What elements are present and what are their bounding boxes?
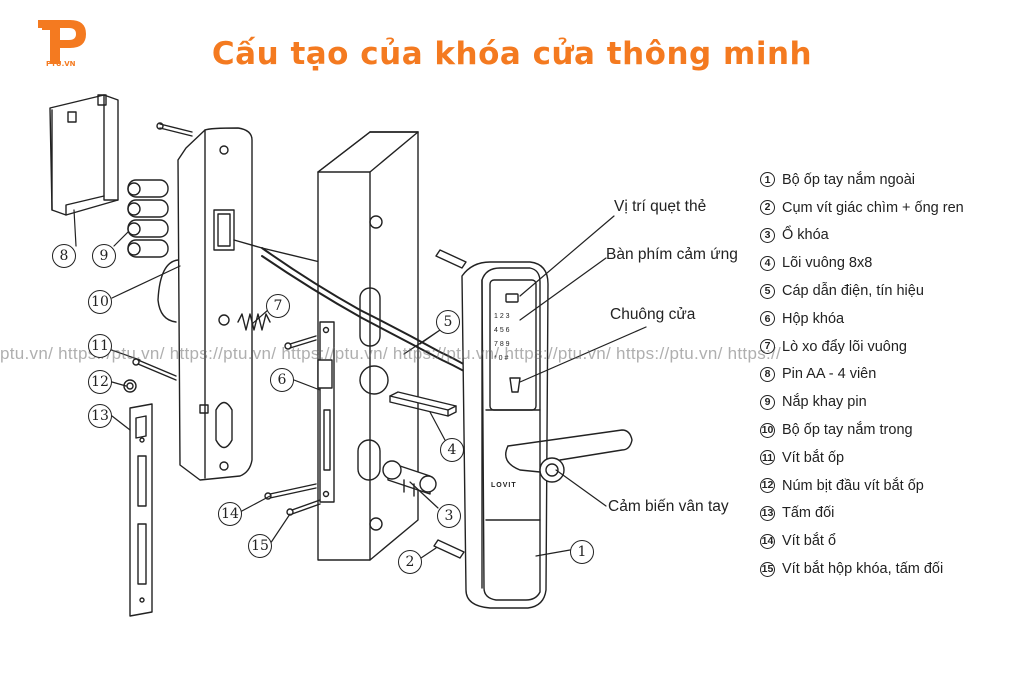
legend-item: 14 Vít bắt ổ (760, 527, 1020, 555)
legend-label: Tấm đối (782, 505, 835, 522)
legend-label: Hộp khóa (782, 310, 845, 327)
legend-number: 1 (760, 172, 775, 188)
legend-label: Cáp dẫn điện, tín hiệu (782, 283, 924, 300)
cylinder-drawing (382, 460, 437, 497)
logo-text: PTU.VN (46, 60, 76, 68)
legend-label: Lò xo đẩy lõi vuông (782, 338, 907, 355)
page-title: Cấu tạo của khóa cửa thông minh (211, 36, 813, 72)
legend-number: 11 (760, 450, 775, 466)
legend-number: 4 (760, 255, 775, 271)
legend-number: 3 (760, 227, 775, 243)
diagram-number-6: 6 (270, 368, 294, 392)
diagram-number-15: 15 (248, 534, 272, 558)
callout-card-area: Vị trí quẹt thẻ (614, 198, 707, 215)
legend-label: Nắp khay pin (782, 394, 867, 411)
legend-number: 13 (760, 505, 775, 521)
svg-text:* 0 #: * 0 # (494, 355, 509, 362)
diagram-number-2: 2 (398, 550, 422, 574)
legend-item: 8 Pin AA - 4 viên (760, 361, 1020, 389)
legend-label: Bộ ốp tay nắm ngoài (782, 171, 916, 188)
legend-label: Vít bắt ổ (782, 533, 837, 550)
legend-label: Cụm vít giác chìm + ống ren (782, 199, 964, 216)
legend-item: 1 Bộ ốp tay nắm ngoài (760, 166, 1020, 194)
legend-label: Núm bịt đầu vít bắt ốp (782, 477, 924, 494)
legend-item: 15 Vít bắt hộp khóa, tấm đối (760, 555, 1020, 583)
legend-label: Vít bắt ốp (782, 449, 845, 466)
legend-item: 10 Bộ ốp tay nắm trong (760, 416, 1020, 444)
diagram-number-1: 1 (570, 540, 594, 564)
legend-number: 2 (760, 200, 775, 216)
diagram-number-5: 5 (436, 310, 460, 334)
legend-number: 14 (760, 533, 775, 549)
diagram-number-7: 7 (266, 294, 290, 318)
spring-drawing (237, 313, 271, 331)
watermark: ptu.vn/ https://ptu.vn/ https://ptu.vn/ … (0, 344, 782, 363)
legend-number: 5 (760, 283, 775, 299)
svg-text:4 5 6: 4 5 6 (494, 327, 510, 334)
legend-number: 7 (760, 339, 775, 355)
battery-cover-drawing (49, 94, 119, 216)
legend-number: 9 (760, 394, 775, 410)
legend-item: 13 Tấm đối (760, 500, 1020, 528)
diagram-number-10: 10 (88, 290, 112, 314)
legend-item: 5 Cáp dẫn điện, tín hiệu (760, 277, 1020, 305)
legend-number: 8 (760, 366, 775, 382)
ptu-logo (38, 20, 86, 64)
mortise-drawing (317, 321, 335, 503)
legend-item: 9 Nắp khay pin (760, 388, 1020, 416)
diagram-number-3: 3 (437, 504, 461, 528)
spindle-drawing (389, 391, 457, 417)
legend-item: 11 Vít bắt ốp (760, 444, 1020, 472)
diagram-number-8: 8 (52, 244, 76, 268)
batteries-drawing (127, 179, 169, 258)
legend-number: 12 (760, 478, 775, 494)
strike-plate-drawing (129, 403, 153, 617)
svg-text:1 2 3: 1 2 3 (494, 313, 510, 320)
legend-label: Bộ ốp tay nắm trong (782, 422, 913, 439)
diagram-number-12: 12 (88, 370, 112, 394)
top-screw-drawing (156, 122, 193, 137)
legend-item: 12 Núm bịt đầu vít bắt ốp (760, 472, 1020, 500)
legend-label: Ổ khóa (782, 227, 829, 244)
outer-plate-drawing: 1 2 3 4 5 6 7 8 9 * 0 # (461, 261, 633, 609)
legend-label: Lõi vuông 8x8 (782, 255, 873, 272)
callout-doorbell: Chuông cửa (610, 306, 696, 323)
svg-text:7 8 9: 7 8 9 (494, 341, 510, 348)
legend-item: 7 Lò xo đẩy lõi vuông (760, 333, 1020, 361)
legend-item: 3 Ổ khóa (760, 222, 1020, 250)
legend-label: Pin AA - 4 viên (782, 366, 877, 383)
door-block-drawing (317, 131, 419, 561)
screws-drawing (123, 249, 467, 559)
legend-number: 6 (760, 311, 775, 327)
legend-number: 10 (760, 422, 775, 438)
legend-item: 4 Lõi vuông 8x8 (760, 249, 1020, 277)
legend-item: 2 Cụm vít giác chìm + ống ren (760, 194, 1020, 222)
diagram-number-4: 4 (440, 438, 464, 462)
diagram-number-14: 14 (218, 502, 242, 526)
cable-drawing (261, 247, 489, 387)
legend-item: 6 Hộp khóa (760, 305, 1020, 333)
legend-label: Vít bắt hộp khóa, tấm đối (782, 561, 944, 578)
callout-fingerprint-sensor: Cảm biến vân tay (608, 498, 729, 515)
lock-brand: LOVIT (491, 482, 517, 489)
parts-legend: 1 Bộ ốp tay nắm ngoài 2 Cụm vít giác chìm +… (760, 166, 1020, 583)
callout-touch-keypad: Bàn phím cảm ứng (606, 246, 738, 263)
diagram-number-9: 9 (92, 244, 116, 268)
callout-lines (73, 209, 647, 561)
inner-plate-drawing (157, 127, 321, 481)
legend-number: 15 (760, 561, 775, 577)
diagram-number-13: 13 (88, 404, 112, 428)
diagram-number-11: 11 (88, 334, 112, 358)
